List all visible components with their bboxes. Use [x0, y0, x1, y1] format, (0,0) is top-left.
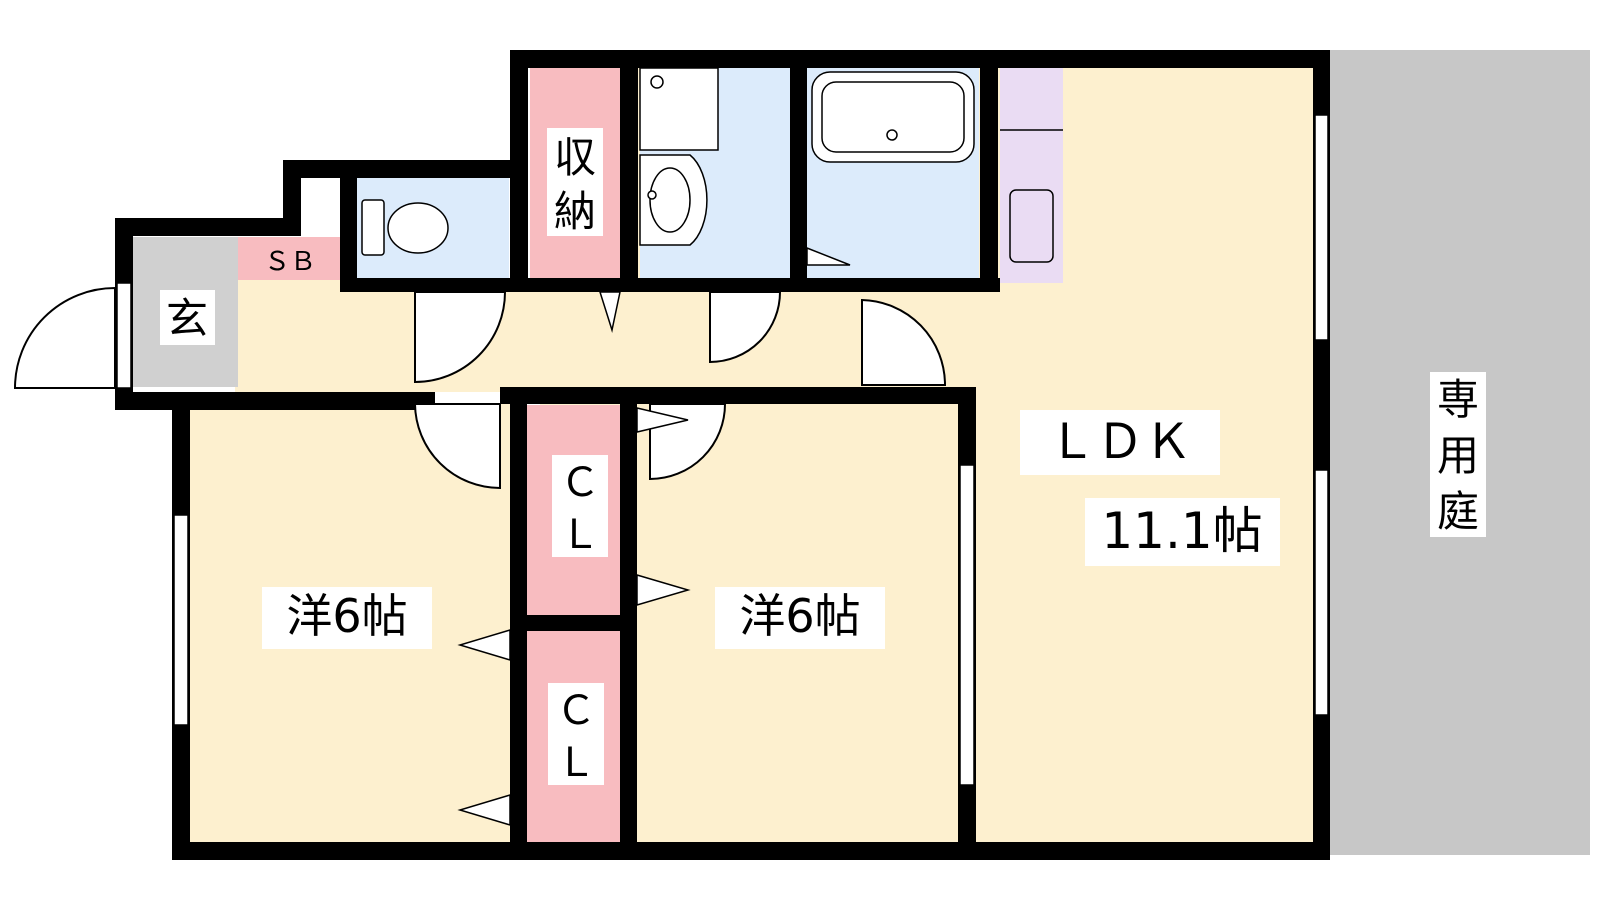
garden-label-line3: 庭	[1437, 487, 1479, 536]
garden-label-line1: 専	[1437, 375, 1479, 424]
western-room-left-label: 洋6帖	[286, 589, 407, 643]
storage-label-line1: 収	[554, 133, 596, 182]
hallway	[235, 280, 965, 392]
toilet-icon	[361, 199, 449, 256]
closet-lower-label-line2: Ｌ	[556, 740, 596, 786]
window-icon	[116, 114, 1329, 786]
ldk-size-label: 11.1帖	[1101, 502, 1262, 560]
closet-upper-label-line1: Ｃ	[560, 460, 600, 506]
storage-label-line2: 納	[554, 187, 596, 236]
kitchen-sink-icon	[1000, 129, 1063, 263]
entrance-label: 玄	[166, 294, 208, 343]
garden-label-line2: 用	[1437, 431, 1479, 480]
washbasin-icon	[639, 67, 719, 246]
closet-upper-label-line2: Ｌ	[560, 512, 600, 558]
shoebox-label: ＳＢ	[264, 247, 316, 277]
closet-lower-label-line1: Ｃ	[556, 688, 596, 734]
bathtub-icon	[811, 71, 975, 163]
western-room-right-label: 洋6帖	[739, 589, 860, 643]
sliding-door-marks	[457, 246, 851, 827]
door-swing-icon	[13, 286, 947, 490]
ldk-label: ＬＤＫ	[1048, 414, 1192, 470]
shoebox	[238, 237, 343, 280]
